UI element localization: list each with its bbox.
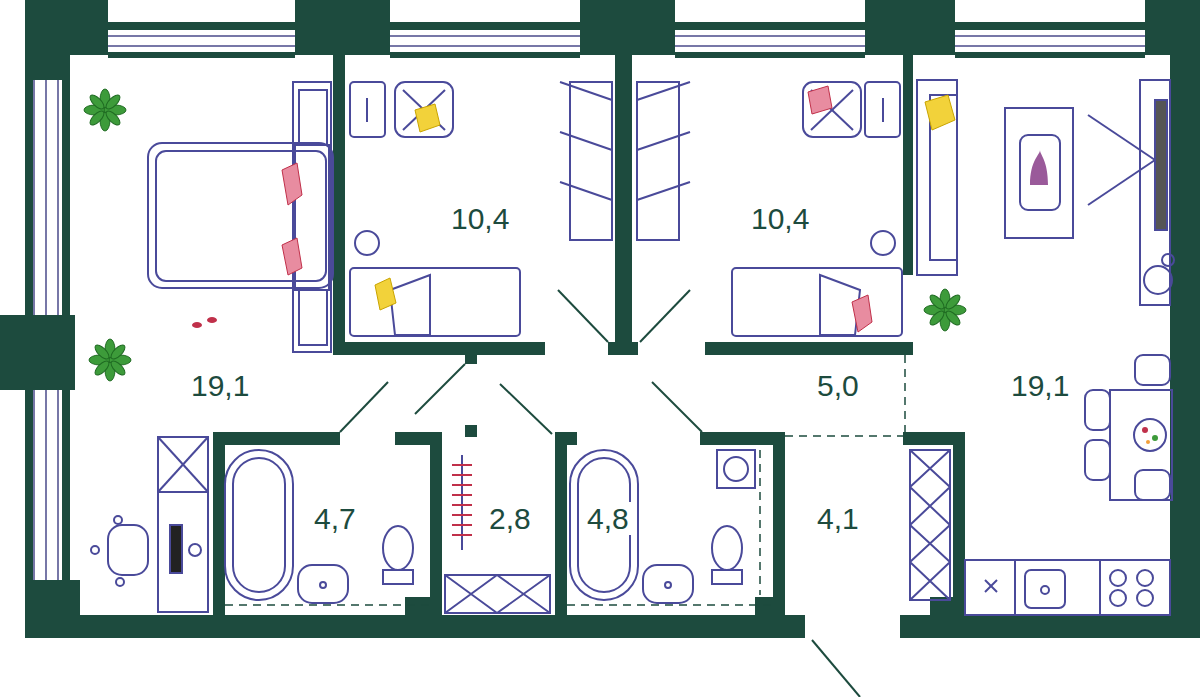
- room-area: 2,8: [486, 502, 534, 535]
- doors: [340, 290, 860, 697]
- room-area: 10,4: [748, 202, 812, 235]
- walls: [0, 0, 1200, 638]
- windows: [34, 36, 1145, 580]
- room-area: 4,7: [311, 502, 359, 535]
- room-area: 19,1: [188, 369, 252, 402]
- room-area: 5,0: [814, 369, 862, 402]
- room-area: 4,1: [814, 502, 862, 535]
- decor: [84, 86, 1158, 444]
- room-area: 10,4: [448, 202, 512, 235]
- zone-lines: [225, 355, 905, 605]
- furniture: [91, 80, 1174, 615]
- room-area: 4,8: [584, 502, 632, 535]
- room-area: 19,1: [1008, 369, 1072, 402]
